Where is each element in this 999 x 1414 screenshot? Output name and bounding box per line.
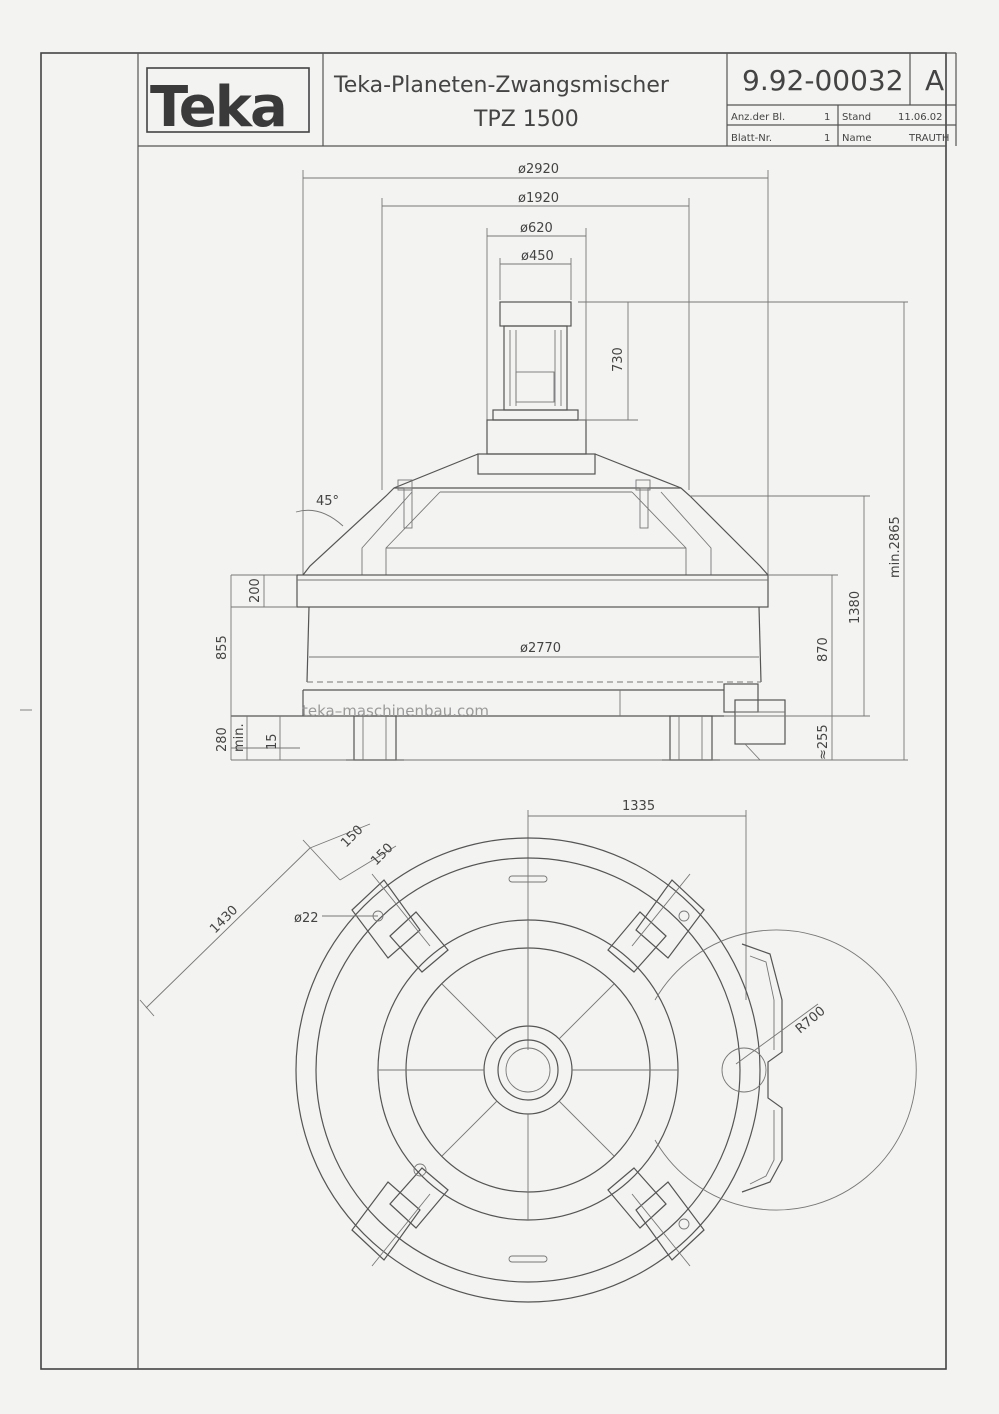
dim-45deg: 45° [316,494,339,509]
value-sheet-number: 1 [824,133,830,144]
dim-150-b: 150 [368,841,396,869]
support-arm-ne [607,873,705,973]
dim-d2770: ø2770 [520,641,561,656]
drawing-title: Teka-Planeten-Zwangsmischer [333,73,670,98]
top-view: 1335 [139,799,917,1303]
value-name: TRAUTH [908,133,949,144]
watermark: teka–maschinenbau.com [302,702,489,720]
value-date: 11.06.02 [898,112,943,123]
drawing-frame [40,52,947,1370]
dim-1335: 1335 [622,799,655,814]
label-sheet-number: Blatt-Nr. [731,133,772,144]
dim-15: 15 [265,733,280,750]
drawing-subtitle: TPZ 1500 [473,107,579,132]
dim-min: min. [232,723,247,752]
revision-letter: A [925,64,944,97]
title-block: Teka Teka-Planeten-Zwangsmischer TPZ 150… [146,52,957,146]
dim-200: 200 [248,578,263,603]
outer-rim-circle [295,837,761,1303]
value-sheet-count: 1 [824,112,830,123]
dim-d22: ø22 [294,911,319,926]
support-arm-se [607,1167,705,1267]
dim-d1920: ø1920 [518,191,559,206]
logo-teka: Teka [150,75,286,140]
dim-d620: ø620 [520,221,553,236]
dim-870: 870 [816,637,831,662]
dim-d450: ø450 [521,249,554,264]
support-foot-left [346,715,404,761]
side-view: ø2920 ø1920 ø620 ø450 730 [215,162,908,761]
dim-255: ≈255 [816,724,831,760]
dim-1380: 1380 [848,591,863,624]
dim-855: 855 [215,635,230,660]
dim-d2920: ø2920 [518,162,559,177]
label-name: Name [842,133,872,144]
support-arm-sw [351,1163,449,1267]
label-sheet-count: Anz.der Bl. [731,112,785,123]
discharge-door [654,929,917,1211]
dim-min2865: min.2865 [888,516,903,578]
support-arm-nw [351,873,449,973]
label-date: Stand [842,112,871,123]
dim-730: 730 [611,347,626,372]
dim-280: 280 [215,727,230,752]
drawing-number: 9.92-00032 [742,64,904,97]
support-foot-right [662,715,720,761]
